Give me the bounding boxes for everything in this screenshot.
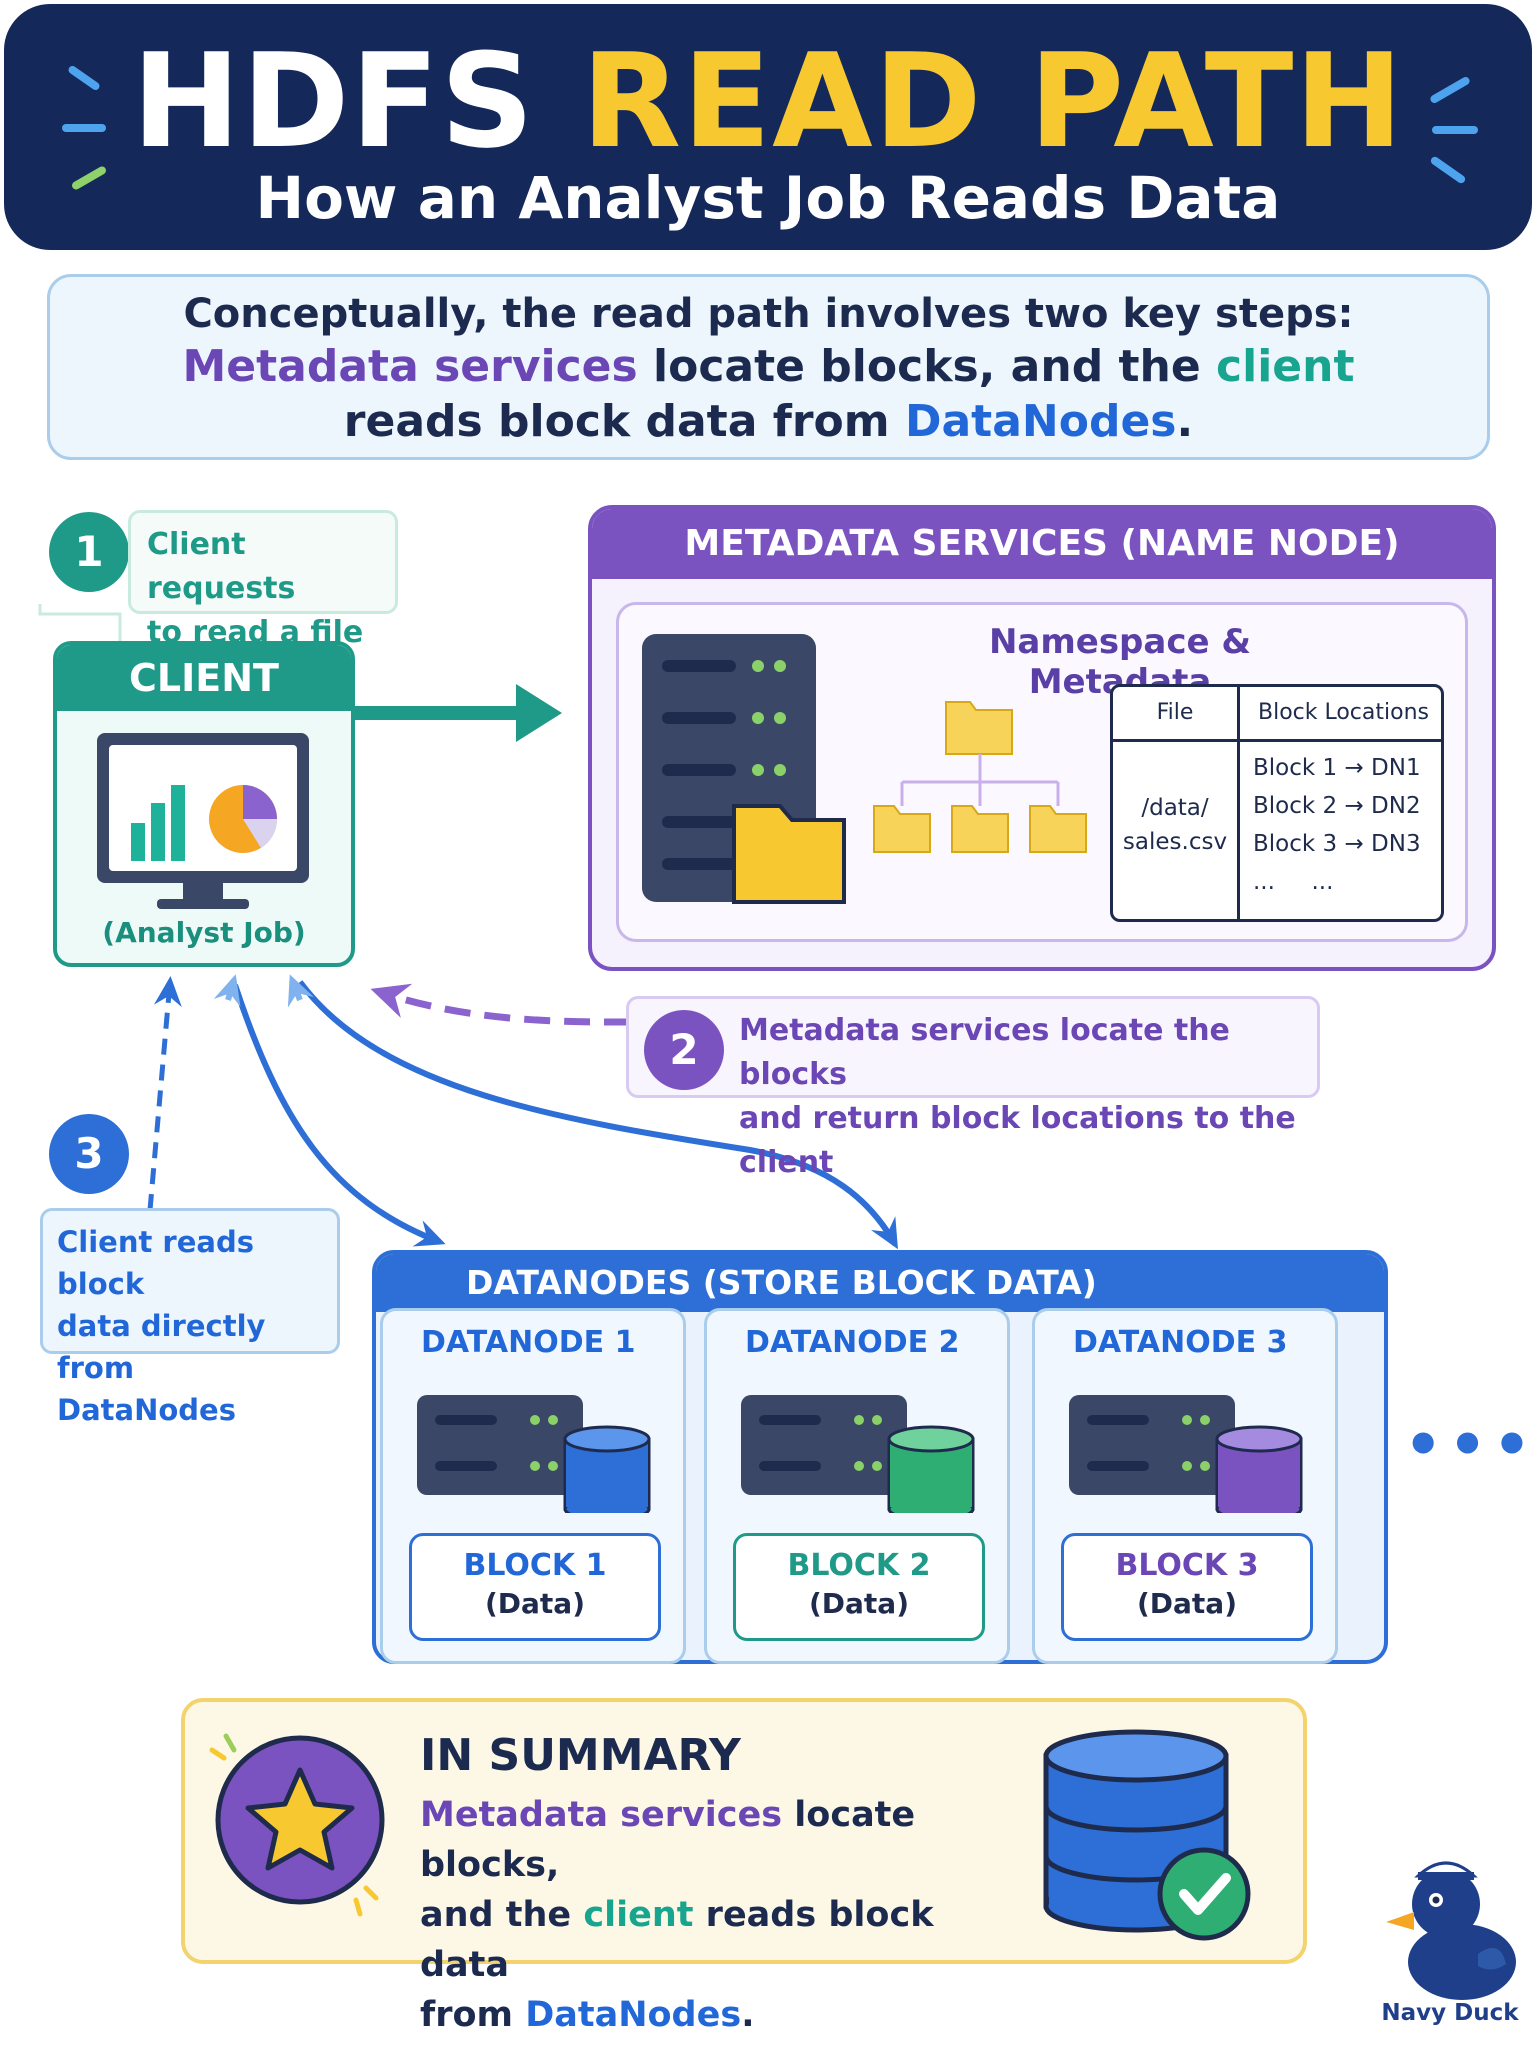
datanode-card: DATANODE 1 BLOCK 1 (Data)	[380, 1308, 686, 1664]
table-location: Block 2 → DN2	[1253, 793, 1421, 819]
datanode-label: DATANODE 3	[1073, 1325, 1288, 1360]
connector-line	[38, 604, 122, 641]
block-card: BLOCK 1 (Data)	[409, 1533, 661, 1641]
star-icon	[209, 1733, 385, 1917]
step-3-badge: 3	[49, 1114, 129, 1194]
navy-duck-logo	[1386, 1861, 1516, 2000]
header-banner	[4, 4, 1532, 250]
database-check-icon	[1043, 1729, 1251, 1941]
table-header-locations: Block Locations	[1257, 700, 1429, 725]
summary-title: IN SUMMARY	[420, 1730, 741, 1781]
page-title: HDFS READ PATH	[131, 25, 1405, 177]
client-subtitle: (Analyst Job)	[102, 916, 306, 949]
namenode-title: METADATA SERVICES (NAME NODE)	[592, 509, 1492, 579]
intro-line: reads block data from DataNodes.	[343, 396, 1194, 447]
datanode-card: DATANODE 3 BLOCK 3 (Data)	[1032, 1308, 1338, 1664]
brand-name: Navy Duck	[1381, 2000, 1519, 2026]
more-datanodes-ellipsis: •••	[1404, 1410, 1536, 1480]
intro-line: Conceptually, the read path involves two…	[183, 291, 1354, 337]
server-folder-icon	[642, 634, 1087, 904]
table-location: ... ...	[1253, 869, 1334, 895]
table-header-file: File	[1156, 700, 1194, 725]
client-title: CLIENT	[57, 645, 351, 711]
datanode-server-icon	[741, 1395, 975, 1513]
read-dashed-arrow	[147, 976, 182, 1211]
request-arrowhead	[516, 684, 562, 742]
spark-decoration	[1432, 126, 1478, 134]
step-2-badge: 2	[644, 1010, 724, 1090]
response-arrow	[370, 983, 631, 1026]
spark-decoration	[62, 124, 106, 132]
table-location: Block 1 → DN1	[1253, 755, 1421, 781]
intro-line: Metadata services locate blocks, and the…	[182, 341, 1355, 392]
table-file-cell: /data/sales.csv	[1122, 795, 1228, 855]
block-location-table: File Block Locations /data/sales.csv Blo…	[1110, 684, 1444, 922]
monitor-chart-icon	[97, 733, 309, 909]
block-card: BLOCK 2 (Data)	[733, 1533, 985, 1641]
table-location: Block 3 → DN3	[1253, 831, 1421, 857]
block-card: BLOCK 3 (Data)	[1061, 1533, 1313, 1641]
datanode-server-icon	[417, 1395, 651, 1513]
datanodes-title: DATANODES (STORE BLOCK DATA)	[376, 1254, 1384, 1312]
client-card: CLIENT (Analyst Job)	[53, 641, 355, 967]
summary-text: Metadata services locate blocks, and the…	[420, 1795, 934, 2035]
datanode-label: DATANODE 1	[421, 1325, 636, 1360]
page-subtitle: How an Analyst Job Reads Data	[255, 164, 1281, 232]
intro-panel: Conceptually, the read path involves two…	[47, 274, 1490, 460]
datanode-label: DATANODE 2	[745, 1325, 960, 1360]
datanode-card: DATANODE 2 BLOCK 2 (Data)	[704, 1308, 1010, 1664]
step-1-badge: 1	[49, 512, 129, 592]
read-arrow-return	[213, 974, 241, 1008]
read-arrow-return	[287, 974, 314, 1008]
datanode-server-icon	[1069, 1395, 1303, 1513]
read-arrow-dn1	[232, 984, 446, 1247]
read-arrow-dn2	[297, 980, 898, 1250]
